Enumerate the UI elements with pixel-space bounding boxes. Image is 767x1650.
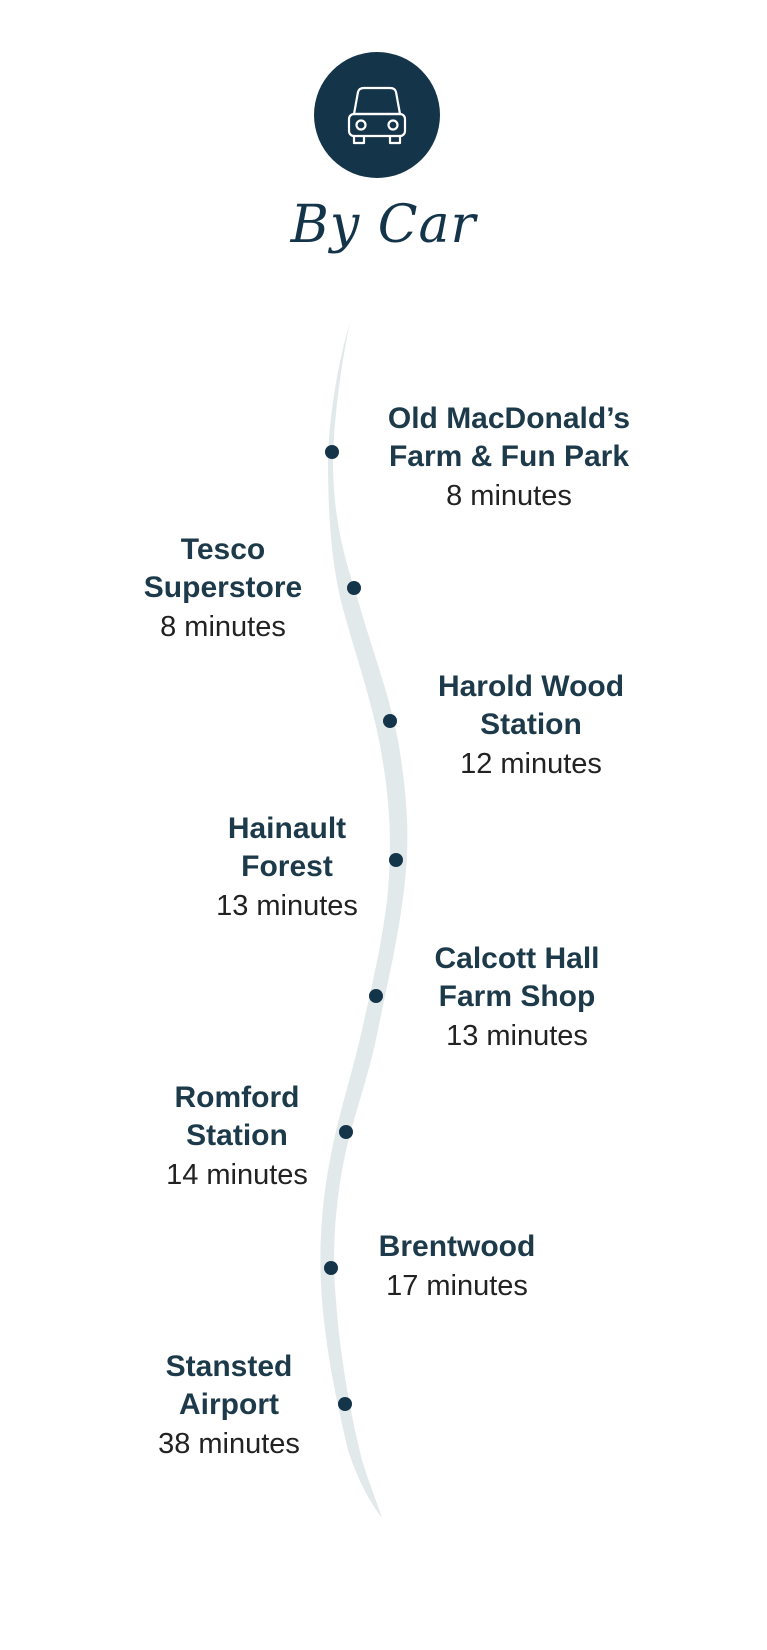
car-icon-badge: [314, 52, 440, 178]
stop-name: Romford Station: [174, 1081, 300, 1152]
stop-time: 17 minutes: [386, 1270, 528, 1302]
stop-name: Tesco Superstore: [143, 533, 303, 604]
stop-name: Stansted Airport: [165, 1350, 293, 1421]
stop-time: 13 minutes: [216, 890, 358, 922]
stop-time: 12 minutes: [460, 748, 602, 780]
stop-name: Calcott Hall Farm Shop: [434, 942, 600, 1013]
stop-name: Harold Wood Station: [437, 670, 625, 741]
car-icon: [347, 86, 407, 145]
stop-hainault-forest: Hainault Forest 13 minutes: [142, 810, 432, 926]
stop-harold-wood-station: Harold Wood Station 12 minutes: [386, 668, 676, 784]
stop-calcott-hall-farm-shop: Calcott Hall Farm Shop 13 minutes: [372, 940, 662, 1056]
stop-old-macdonalds-farm: Old MacDonald’s Farm & Fun Park 8 minute…: [364, 400, 654, 516]
stop-romford-station: Romford Station 14 minutes: [92, 1079, 382, 1195]
route-dot: [325, 445, 339, 459]
page-title: By Car: [290, 195, 477, 255]
stop-name: Hainault Forest: [227, 812, 347, 883]
stop-brentwood: Brentwood 17 minutes: [312, 1228, 602, 1306]
stop-time: 8 minutes: [160, 611, 286, 643]
stop-time: 14 minutes: [166, 1159, 308, 1191]
stop-time: 38 minutes: [158, 1428, 300, 1460]
stop-stansted-airport: Stansted Airport 38 minutes: [84, 1348, 374, 1464]
stop-time: 13 minutes: [446, 1020, 588, 1052]
stop-tesco-superstore: Tesco Superstore 8 minutes: [78, 531, 368, 647]
stop-time: 8 minutes: [446, 480, 572, 512]
stop-name: Brentwood: [378, 1230, 536, 1263]
stop-name: Old MacDonald’s Farm & Fun Park: [387, 402, 631, 473]
